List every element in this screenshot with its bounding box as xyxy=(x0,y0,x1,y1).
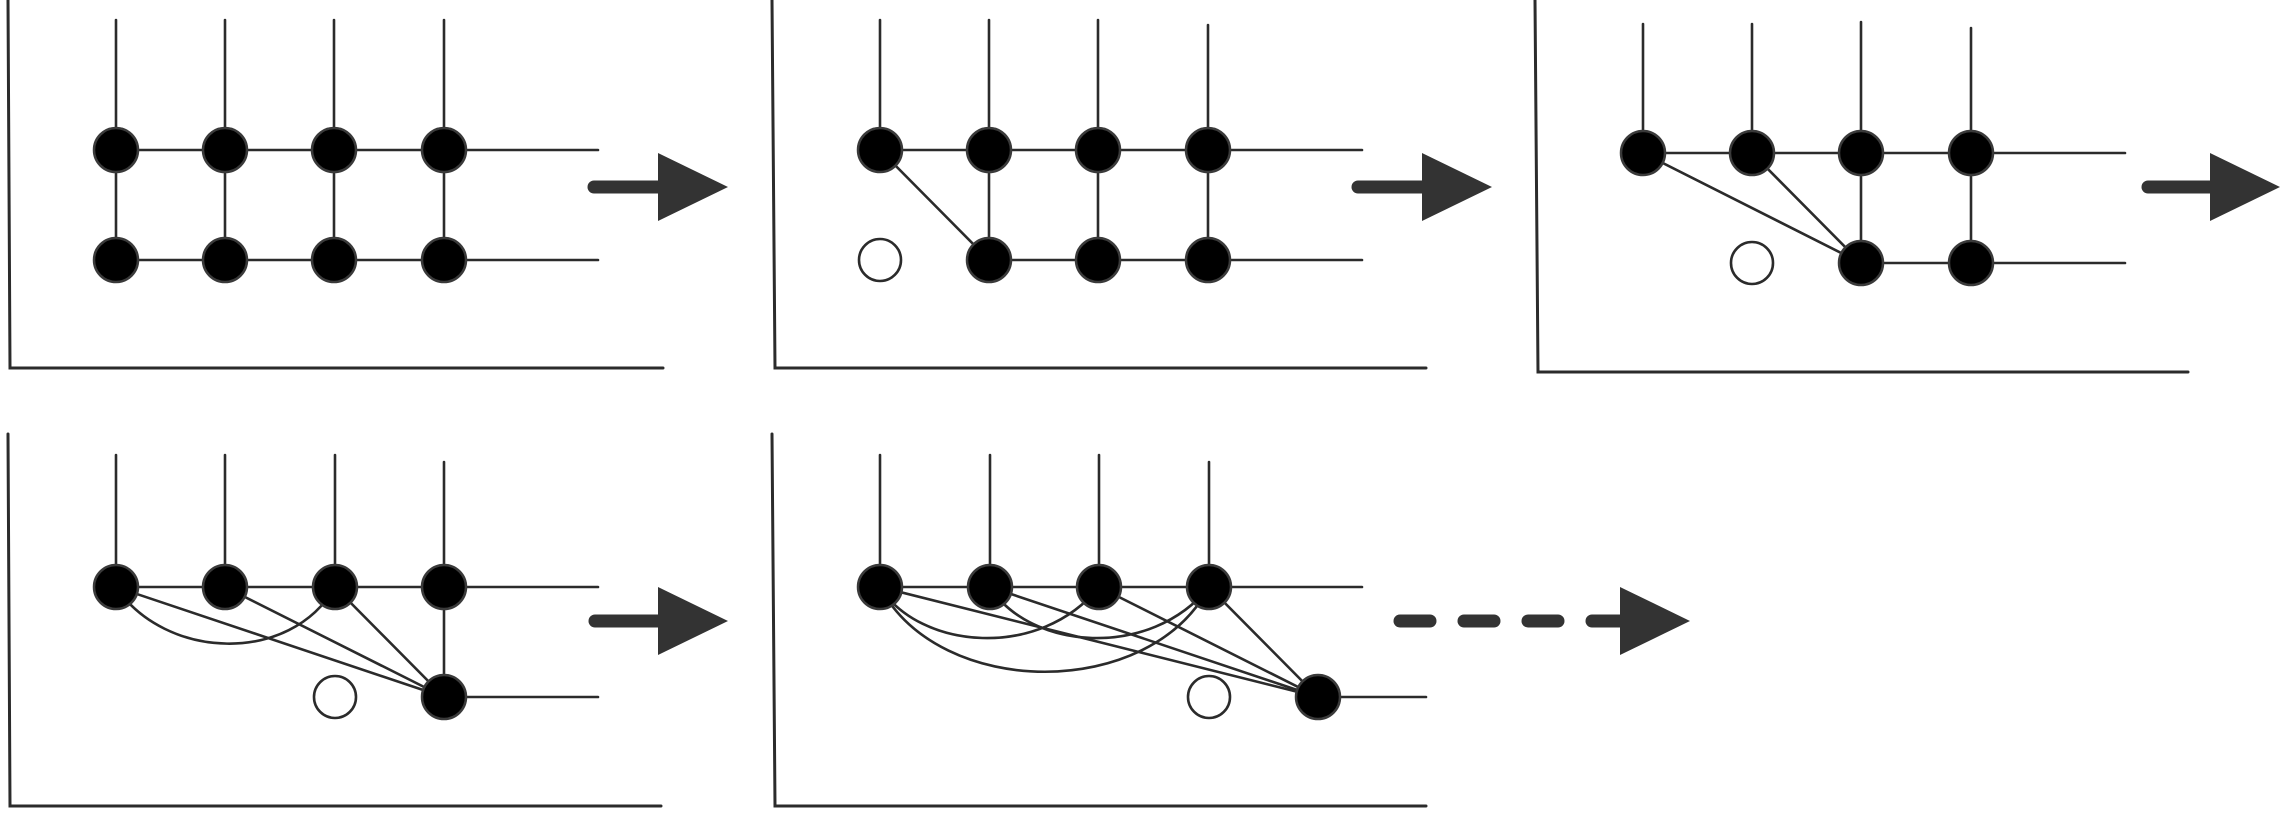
panel-5-nodes xyxy=(856,563,1342,721)
removed-node xyxy=(857,237,903,283)
node xyxy=(1837,129,1885,177)
panel-4-axes xyxy=(6,432,663,808)
panel-1-nodes xyxy=(92,126,468,284)
removed-node xyxy=(312,674,358,720)
node xyxy=(201,236,249,284)
panel-3-nodes xyxy=(1619,129,1995,287)
node xyxy=(201,126,249,174)
removed-node xyxy=(1729,240,1775,286)
node xyxy=(92,563,140,611)
node xyxy=(1074,126,1122,174)
panel-1 xyxy=(6,0,665,370)
arrow-right-icon xyxy=(1351,153,1492,221)
node xyxy=(856,563,904,611)
arrow-right-icon xyxy=(587,153,728,221)
node xyxy=(965,126,1013,174)
arrow-right-icon xyxy=(2141,153,2280,221)
panel-4-edges xyxy=(114,453,600,699)
panel-2-edges xyxy=(878,18,1364,262)
dashed-arrow-right-icon xyxy=(1393,587,1690,655)
arrow-right-icon xyxy=(588,587,728,655)
panel-4 xyxy=(6,432,663,808)
panel-2-nodes xyxy=(856,126,1232,284)
node xyxy=(1185,563,1233,611)
node xyxy=(420,236,468,284)
node xyxy=(1074,236,1122,284)
node xyxy=(92,126,140,174)
node xyxy=(92,236,140,284)
node xyxy=(1184,236,1232,284)
panel-2-axes xyxy=(770,0,1428,370)
node xyxy=(1294,673,1342,721)
node xyxy=(420,563,468,611)
node xyxy=(1184,126,1232,174)
panel-3-edges xyxy=(1641,20,2127,265)
node xyxy=(311,563,359,611)
node xyxy=(1075,563,1123,611)
panel-4-nodes xyxy=(92,563,468,721)
node xyxy=(201,563,249,611)
panel-2 xyxy=(770,0,1428,370)
panel-5 xyxy=(770,432,1428,808)
node xyxy=(965,236,1013,284)
panel-3-axes xyxy=(1533,0,2190,374)
node xyxy=(310,126,358,174)
node xyxy=(966,563,1014,611)
node xyxy=(420,673,468,721)
panel-1-axes xyxy=(6,0,665,370)
panel-5-axes xyxy=(770,432,1428,808)
node xyxy=(1619,129,1667,177)
node xyxy=(856,126,904,174)
panel-3 xyxy=(1533,0,2190,374)
node xyxy=(1728,129,1776,177)
node xyxy=(1947,239,1995,287)
node xyxy=(310,236,358,284)
panel-1-edges xyxy=(114,18,600,262)
node xyxy=(1947,129,1995,177)
node xyxy=(1837,239,1885,287)
removed-node xyxy=(1186,674,1232,720)
node xyxy=(420,126,468,174)
panel-5-edges xyxy=(878,453,1428,699)
